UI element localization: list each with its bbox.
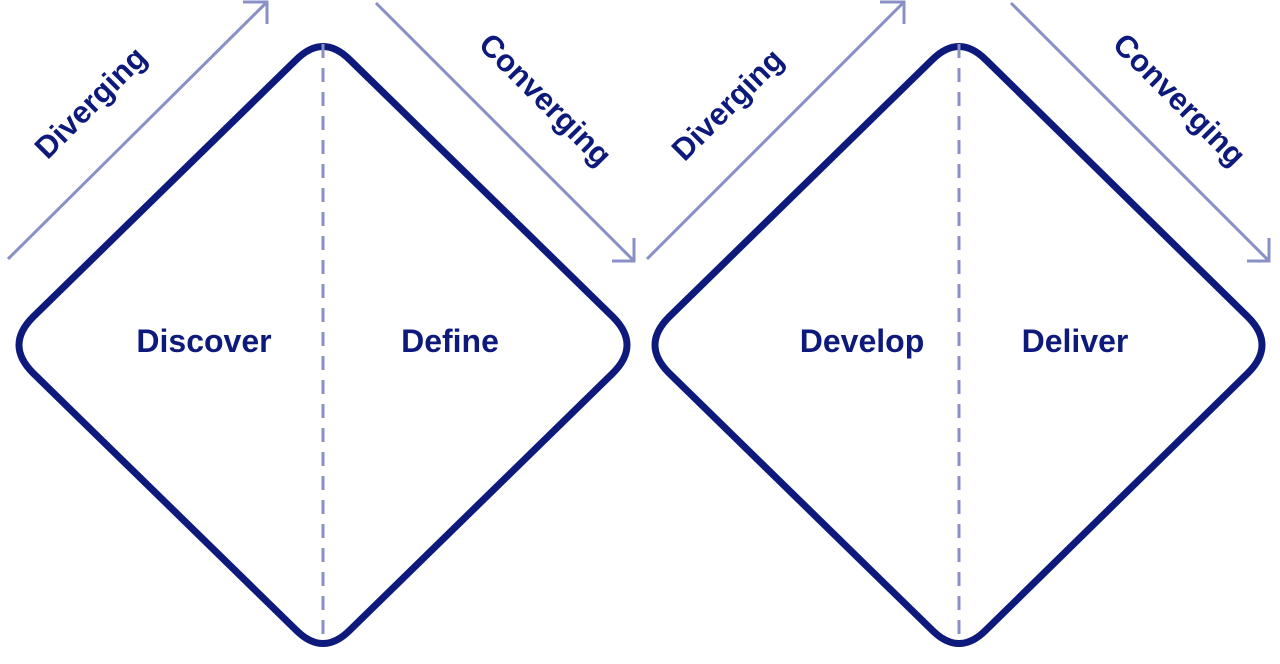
flow-arrow-diverging-2 xyxy=(645,0,906,261)
diamond-1-outline xyxy=(15,43,631,647)
arrow-shaft xyxy=(374,1,636,263)
flow-label-diverging-2: Diverging xyxy=(665,42,791,168)
flow-label-diverging-1: Diverging xyxy=(28,40,154,166)
arrow-head-icon xyxy=(612,238,636,263)
phase-label-discover: Discover xyxy=(136,323,271,359)
arrow-head-icon xyxy=(243,0,269,24)
phase-label-deliver: Deliver xyxy=(1022,323,1129,359)
phase-label-develop: Develop xyxy=(800,323,924,359)
flow-label-converging-1: Converging xyxy=(472,26,619,173)
diamond-discover-define: Discover Define xyxy=(15,43,631,647)
arrow-shaft xyxy=(645,0,906,261)
arrow-head-icon xyxy=(880,0,906,24)
diamond-2-outline xyxy=(651,43,1266,647)
phase-label-define: Define xyxy=(401,323,499,359)
diamond-develop-deliver: Develop Deliver xyxy=(651,43,1266,647)
arrow-shaft xyxy=(1009,1,1271,263)
flow-arrow-diverging-1 xyxy=(6,0,269,261)
flow-label-converging-2: Converging xyxy=(1106,26,1253,173)
flow-arrow-converging-2 xyxy=(1009,1,1271,263)
arrow-shaft xyxy=(6,0,269,261)
arrow-head-icon xyxy=(1247,238,1271,263)
flow-arrows: Diverging Converging Diverging Convergin… xyxy=(6,0,1271,263)
flow-arrow-converging-1 xyxy=(374,1,636,263)
